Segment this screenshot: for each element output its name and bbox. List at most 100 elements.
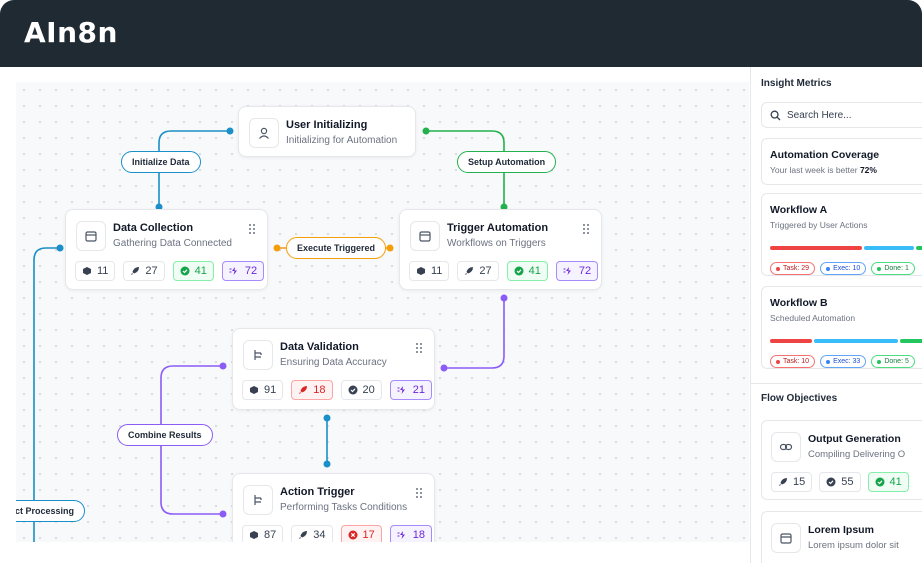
badge-check[interactable]: 20 bbox=[340, 380, 382, 400]
tag-label: Task: 10 bbox=[783, 358, 810, 365]
exec-tag: Exec: 10 bbox=[820, 262, 867, 275]
node-subtitle: Ensuring Data Accuracy bbox=[280, 357, 387, 368]
objective-lorem-ipsum[interactable]: Lorem Ipsum Lorem ipsum dolor sit bbox=[761, 511, 922, 563]
badge-rocket[interactable]: 34 bbox=[291, 525, 333, 542]
node-subtitle: Initializing for Automation bbox=[286, 135, 398, 146]
coverage-value: 72% bbox=[859, 165, 877, 175]
calendar-icon bbox=[771, 523, 801, 553]
branch-icon bbox=[243, 485, 273, 515]
badge-rocket[interactable]: 18 bbox=[291, 380, 333, 400]
branch-icon bbox=[243, 340, 273, 370]
calendar-icon bbox=[76, 221, 106, 251]
objective-subtitle: Compiling Delivering O bbox=[808, 449, 906, 460]
badge-value: 15 bbox=[793, 476, 806, 488]
badge-bolt[interactable]: 18 bbox=[389, 525, 432, 542]
pill-initialize-data[interactable]: Initialize Data bbox=[121, 151, 201, 173]
node-title: Data Collection bbox=[113, 222, 194, 234]
node-title: User Initializing bbox=[286, 119, 368, 131]
done-tag: Done: 1 bbox=[871, 262, 915, 275]
done-tag: Done: 5 bbox=[871, 355, 915, 368]
rocket-icon bbox=[299, 386, 308, 394]
pill-setup-automation[interactable]: Setup Automation bbox=[457, 151, 557, 173]
node-subtitle: Workflows on Triggers bbox=[447, 238, 546, 249]
pill-combine-results[interactable]: Combine Results bbox=[117, 424, 213, 446]
x-circle-icon bbox=[348, 530, 357, 540]
node-user-initializing[interactable]: User Initializing Initializing for Autom… bbox=[238, 106, 416, 157]
brand-logo[interactable]: AIn8n bbox=[24, 16, 118, 49]
badge-rocket[interactable]: 27 bbox=[123, 261, 165, 281]
objective-subtitle: Lorem ipsum dolor sit bbox=[808, 540, 899, 551]
badge-x[interactable]: 17 bbox=[340, 525, 382, 542]
card-title: Workflow A bbox=[770, 204, 828, 216]
pill-execute-triggered[interactable]: Execute Triggered bbox=[286, 237, 387, 259]
node-trigger-automation[interactable]: Trigger Automation Workflows on Triggers… bbox=[399, 209, 602, 290]
check-circle-icon bbox=[514, 266, 524, 276]
card-subtitle: Triggered by User Actions bbox=[770, 220, 868, 230]
badge-cube[interactable]: 11 bbox=[409, 261, 450, 281]
badge-rocket[interactable]: 15 bbox=[771, 472, 813, 492]
tag-label: Exec: 10 bbox=[833, 265, 861, 272]
workflow-a-card[interactable]: Workflow A Triggered by User Actions Tas… bbox=[761, 193, 922, 276]
bolt-list-icon bbox=[397, 386, 405, 394]
user-icon bbox=[249, 118, 279, 148]
badge-value: 72 bbox=[244, 265, 258, 277]
badge-value: 55 bbox=[841, 476, 854, 488]
badge-rocket[interactable]: 27 bbox=[457, 261, 499, 281]
card-subtitle: Your last week is better 72% bbox=[770, 165, 877, 175]
node-data-validation[interactable]: Data Validation Ensuring Data Accuracy 9… bbox=[232, 328, 435, 410]
workflow-progress-bar bbox=[770, 339, 922, 343]
badge-value: 21 bbox=[412, 384, 425, 396]
exec-tag: Exec: 33 bbox=[820, 355, 867, 368]
pill-direct-processing[interactable]: ct Processing bbox=[16, 500, 86, 522]
workflow-canvas[interactable]: Initialize Data Setup Automation Execute… bbox=[16, 82, 749, 542]
node-title: Data Validation bbox=[280, 341, 359, 353]
calendar-icon bbox=[410, 221, 440, 251]
search-input[interactable] bbox=[787, 109, 907, 121]
badge-value: 20 bbox=[362, 384, 375, 396]
badge-value: 34 bbox=[313, 529, 326, 541]
badge-check[interactable]: 41 bbox=[172, 261, 214, 281]
badge-bolt[interactable]: 72 bbox=[555, 261, 599, 281]
badge-check[interactable]: 41 bbox=[506, 261, 548, 281]
rocket-icon bbox=[131, 267, 140, 275]
badge-check[interactable]: 55 bbox=[819, 472, 861, 492]
badge-bolt[interactable]: 72 bbox=[221, 261, 265, 281]
badge-check-green[interactable]: 41 bbox=[867, 472, 909, 492]
check-circle-icon bbox=[826, 477, 836, 487]
badge-cube[interactable]: 91 bbox=[242, 380, 284, 400]
node-title: Action Trigger bbox=[280, 486, 355, 498]
search-box[interactable] bbox=[761, 102, 922, 128]
drag-handle-icon[interactable] bbox=[415, 486, 423, 504]
badge-value: 41 bbox=[528, 265, 541, 277]
automation-coverage-card[interactable]: Automation Coverage Your last week is be… bbox=[761, 138, 922, 185]
bolt-list-icon bbox=[563, 267, 571, 275]
badge-value: 11 bbox=[431, 265, 443, 277]
workflow-b-card[interactable]: Workflow B Scheduled Automation Task: 10… bbox=[761, 286, 922, 369]
badge-value: 18 bbox=[412, 529, 425, 541]
divider bbox=[751, 383, 922, 384]
cube-icon bbox=[250, 531, 258, 539]
cube-icon bbox=[417, 267, 425, 275]
node-title: Trigger Automation bbox=[447, 222, 549, 234]
badge-cube[interactable]: 87 bbox=[242, 525, 284, 542]
check-circle-icon bbox=[348, 385, 357, 395]
badge-value: 18 bbox=[313, 384, 326, 396]
card-title: Automation Coverage bbox=[770, 149, 880, 161]
tag-label: Done: 1 bbox=[884, 265, 909, 272]
badge-value: 41 bbox=[194, 265, 207, 277]
badge-value: 17 bbox=[362, 529, 375, 541]
drag-handle-icon[interactable] bbox=[582, 222, 590, 240]
badge-bolt[interactable]: 21 bbox=[389, 380, 432, 400]
badge-cube[interactable]: 11 bbox=[75, 261, 116, 281]
rocket-icon bbox=[465, 267, 474, 275]
node-data-collection[interactable]: Data Collection Gathering Data Connected… bbox=[65, 209, 268, 290]
objective-title: Output Generation bbox=[808, 433, 901, 445]
node-action-trigger[interactable]: Action Trigger Performing Tasks Conditio… bbox=[232, 473, 435, 542]
rocket-icon bbox=[299, 531, 308, 539]
objective-output-generation[interactable]: Output Generation Compiling Delivering O… bbox=[761, 420, 922, 500]
cube-icon bbox=[250, 386, 258, 394]
drag-handle-icon[interactable] bbox=[248, 222, 256, 240]
workflow-progress-bar bbox=[770, 246, 922, 250]
drag-handle-icon[interactable] bbox=[415, 341, 423, 359]
